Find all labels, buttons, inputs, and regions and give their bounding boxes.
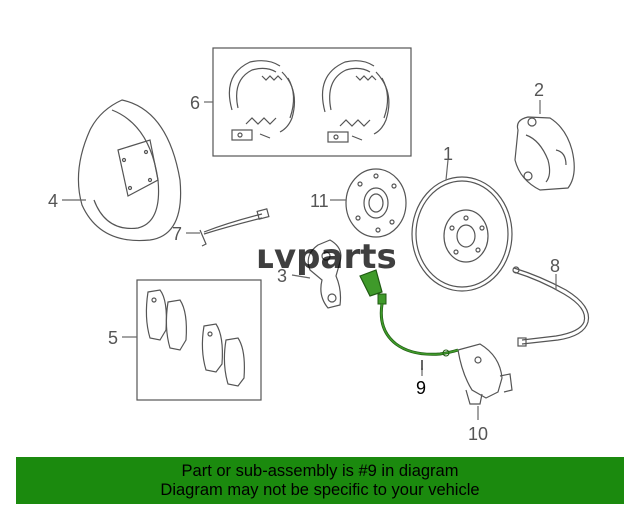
callout-6: 6 (190, 93, 200, 113)
callout-5: 5 (108, 328, 118, 348)
callout-9: 9 (416, 378, 426, 398)
callout-2: 2 (534, 80, 544, 100)
brake-dust-shield (77, 99, 182, 242)
callout-3: 3 (277, 266, 287, 286)
sensor-mounting-bracket (457, 343, 513, 405)
callout-leaders (62, 100, 557, 420)
watermark-logo: ʟ vparts (256, 237, 397, 277)
watermark-text: vparts (274, 237, 397, 277)
callout-11: 11 (310, 191, 329, 211)
callout-7: 7 (172, 224, 182, 244)
callout-4: 4 (48, 191, 58, 211)
parking-brake-shoe-kit (212, 47, 412, 157)
brake-rotor (411, 176, 513, 292)
callout-8: 8 (550, 256, 560, 276)
callout-10: 10 (468, 424, 488, 444)
watermark-prefix: ʟ (256, 237, 274, 277)
part-info-banner: Part or sub-assembly is #9 in diagram Di… (16, 457, 624, 504)
brake-parts-diagram: ʟ vparts 1 2 3 4 5 6 7 8 9 10 11 (48, 47, 590, 444)
brake-hose-line (512, 266, 590, 347)
highlighted-abs-wheel-speed-sensor (359, 269, 459, 370)
brake-pad-wear-sensor (199, 208, 270, 247)
caliper-bracket (307, 239, 342, 309)
callout-1: 1 (443, 144, 453, 164)
brake-caliper (514, 116, 575, 191)
banner-line-disclaimer: Diagram may not be specific to your vehi… (160, 481, 480, 499)
banner-line-part-number: Part or sub-assembly is #9 in diagram (181, 462, 459, 480)
brake-pad-set (136, 279, 262, 401)
wheel-hub-flange (345, 168, 407, 238)
